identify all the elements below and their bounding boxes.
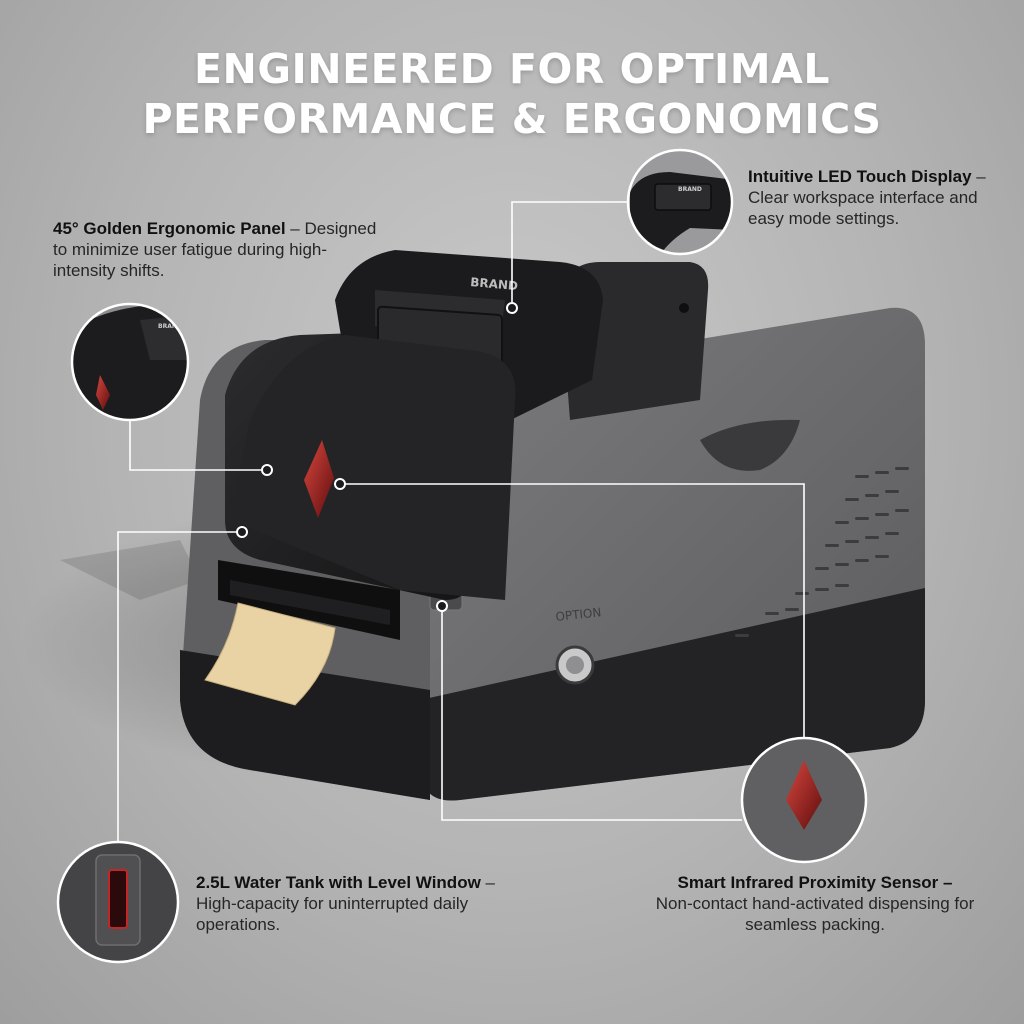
heading-line-2: PERFORMANCE & ERGONOMICS [142,95,882,143]
callout-panel-title: 45° Golden Ergonomic Panel [53,219,286,238]
callout-panel-body: Designed to minimize user fatigue during… [53,219,377,280]
pin-panel [261,464,273,476]
callout-proximity-sensor: Smart Infrared Proximity Sensor – Non-co… [630,872,1000,935]
callout-display-body: Clear workspace interface and easy mode … [748,188,978,228]
kraft-tape [204,602,336,706]
page-heading: ENGINEERED FOR OPTIMAL PERFORMANCE & ERG… [0,44,1024,144]
top-unit: BRAND [218,250,603,640]
option-button-label: OPTION [555,605,602,624]
pin-sensor [334,478,346,490]
inset-sensor-zoom [740,736,868,864]
callout-water-tank: 2.5L Water Tank with Level Window – High… [196,872,496,935]
infrared-sensor [304,440,334,518]
callout-display-title: Intuitive LED Touch Display [748,167,972,186]
heading-line-1: ENGINEERED FOR OPTIMAL [194,45,830,93]
svg-text:BRAND: BRAND [678,186,702,193]
pin-tank [236,526,248,538]
callout-sensor-title: Smart Infrared Proximity Sensor – [677,873,953,892]
inset-panel-zoom: BRAND [70,302,190,422]
callout-tank-title: 2.5L Water Tank with Level Window [196,873,481,892]
brand-label: BRAND [470,275,519,293]
pin-window [436,600,448,612]
pin-display [506,302,518,314]
callout-tank-separator: – [480,873,495,892]
callout-tank-body: High-capacity for uninterrupted daily op… [196,894,469,934]
inset-tank-zoom [56,840,180,964]
callout-panel-separator: – [285,219,305,238]
callout-led-display: Intuitive LED Touch Display – Clear work… [748,166,1018,229]
callout-display-separator: – [971,167,986,186]
svg-text:BRAND: BRAND [158,323,182,330]
callout-sensor-body: Non-contact hand-activated dispensing fo… [655,894,975,934]
inset-display-zoom: BRAND [626,148,734,256]
callout-ergonomic-panel: 45° Golden Ergonomic Panel – Designed to… [53,218,383,281]
leader-lines [117,201,805,842]
cast-shadow [60,540,200,600]
